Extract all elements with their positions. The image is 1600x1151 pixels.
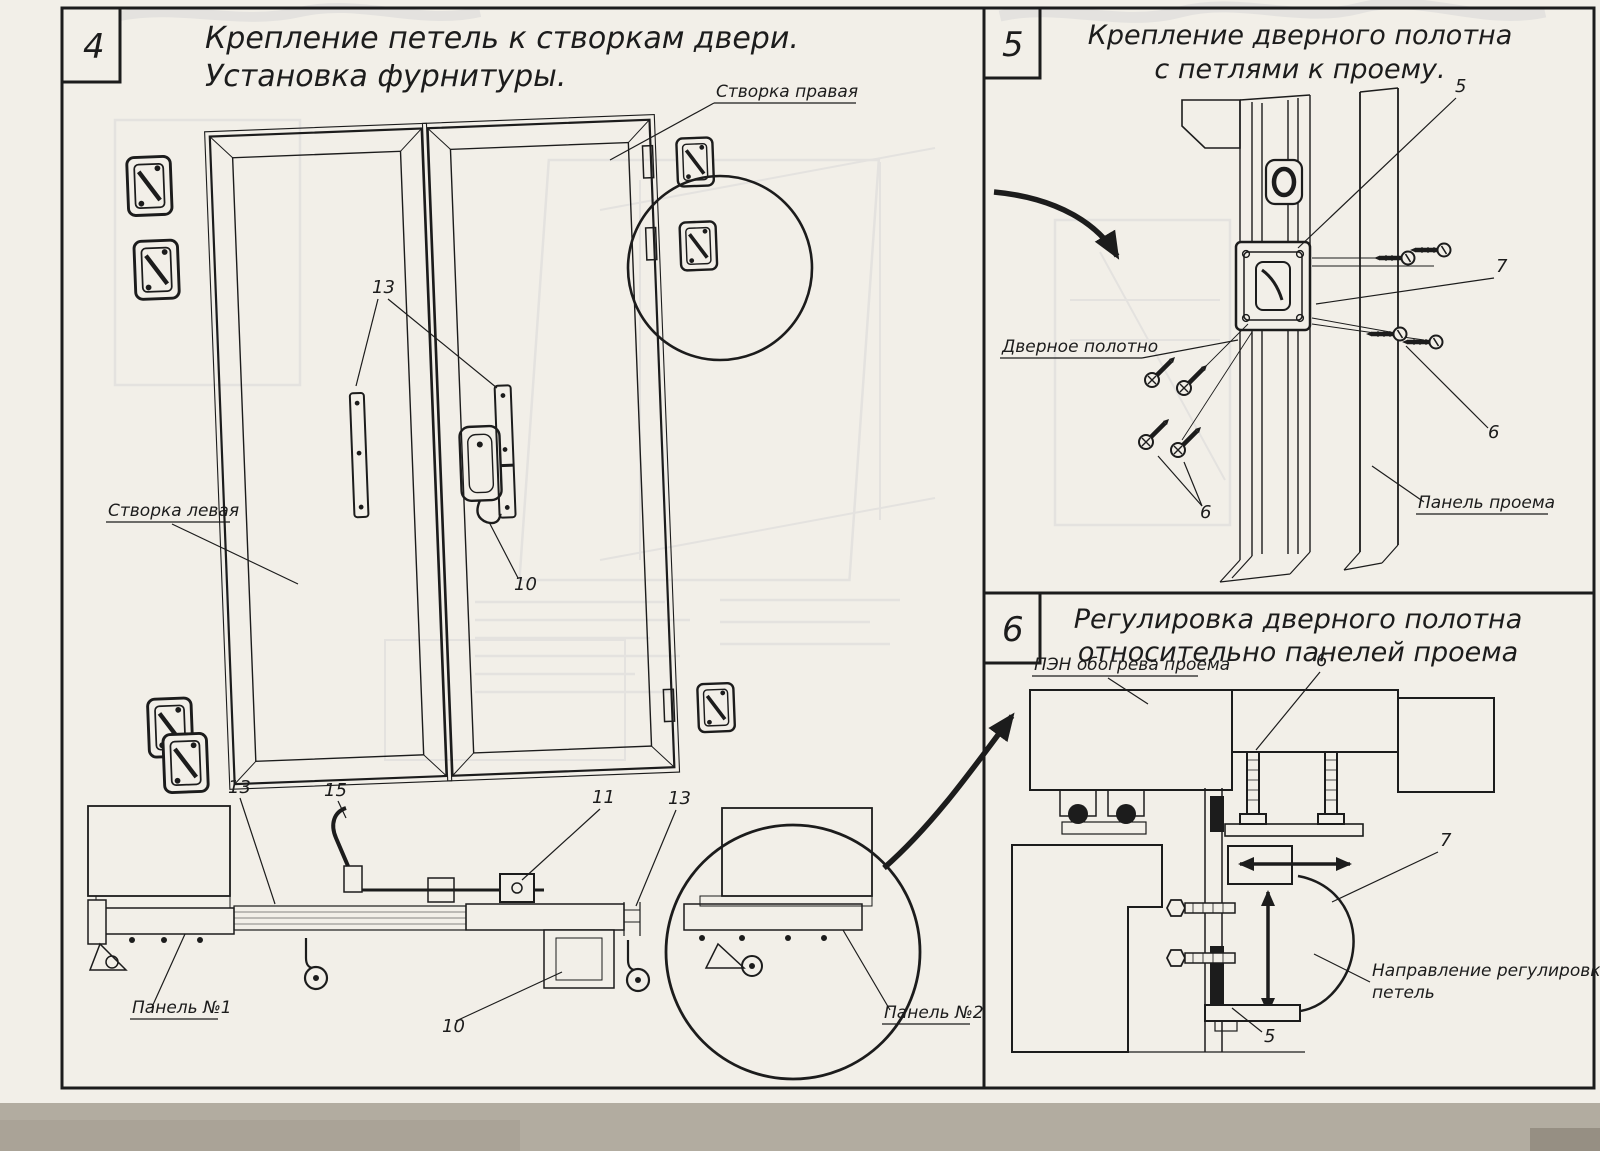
panel4-number-box: 4 (60, 6, 122, 84)
hex-bolt (1165, 949, 1236, 967)
ref-13-bottom-right: 13 (668, 788, 691, 809)
threshold-cross-section (87, 805, 922, 1081)
panel5: 5 Крепление дверного полотна с петлями к… (982, 6, 1555, 583)
callout-arrow-into-panel5 (993, 189, 1120, 260)
ref-10-bottom: 10 (442, 1016, 465, 1037)
label-left-leaf: Створка левая (108, 501, 239, 521)
panel5-number-box: 5 (982, 6, 1042, 80)
adjustment-detail-drawing (1011, 689, 1495, 1053)
door-edge-hinge-mounts (641, 144, 676, 723)
hinge-icon (695, 681, 737, 735)
ref-6-right: 6 (1488, 422, 1499, 443)
ref-15: 15 (324, 780, 347, 801)
ref-13-bottom-left: 13 (228, 777, 251, 798)
seal-strip (1210, 946, 1224, 1018)
hinge-icon (134, 240, 180, 300)
ref-7: 7 (1440, 830, 1452, 851)
opening-lintel-right (1397, 697, 1495, 793)
hinge-hook-profile (1279, 874, 1355, 1013)
hinge-knuckles (1059, 789, 1147, 835)
panel4: 4 Крепление петель к створкам двери. Уст… (60, 6, 1015, 1081)
hinge-icon (677, 219, 720, 273)
panel4-title-line2: Установка фурнитуры. (205, 59, 566, 94)
hex-bolt (1165, 899, 1236, 917)
ref-13-top: 13 (372, 277, 395, 298)
label-direction-line1: Направление регулировки (1372, 961, 1600, 981)
panel6-title-line2: относительно панелей проема (1078, 637, 1518, 668)
right-door-leaf (421, 113, 681, 782)
ref-11: 11 (592, 787, 615, 808)
door-leaves-drawing (126, 113, 737, 793)
bolt-plate (1224, 823, 1364, 837)
panel4-number: 4 (83, 27, 105, 67)
detail-callout-circle-threshold (664, 823, 922, 1081)
hinge-detail (1234, 240, 1312, 332)
hinge-icon (127, 156, 173, 216)
panel5-number: 5 (1002, 25, 1024, 65)
ref-6: 6 (1316, 650, 1327, 671)
panel6-title-line1: Регулировка дверного полотна (1074, 604, 1523, 635)
ref-7: 7 (1496, 256, 1508, 277)
seal-strip (1210, 796, 1224, 832)
panel5-title-line2: с петлями к проему. (1154, 54, 1445, 85)
opening-panel-section (1343, 87, 1399, 571)
ref-6-left: 6 (1200, 502, 1211, 523)
label-direction-line2: петель (1372, 983, 1435, 1003)
ref-10-mid: 10 (514, 574, 537, 595)
label-pen-heater: ПЭН обогрева проема (1034, 655, 1230, 675)
panel2-section (683, 903, 863, 931)
label-right-leaf: Створка правая (716, 82, 858, 102)
detail-callout-circle-hinges (626, 174, 814, 362)
door-edge-detail-drawing (1139, 87, 1451, 583)
callout-arrow-to-panel6 (882, 712, 1015, 871)
label-door-leaf: Дверное полотно (1001, 337, 1158, 357)
adjustment-bolt (1239, 751, 1267, 825)
handle-recess (1264, 158, 1304, 206)
panel5-labels: 5 7 6 6 Дверное полотно Панель проема (1000, 76, 1555, 523)
label-panel1: Панель №1 (132, 998, 232, 1018)
label-panel2: Панель №2 (884, 1003, 984, 1023)
fastener-dots (129, 935, 827, 943)
lock-mechanism-section (331, 806, 615, 989)
ref-5: 5 (1264, 1026, 1275, 1047)
panel4-bottom-labels: 13 15 11 13 10 Панель №1 Панель №2 (130, 777, 984, 1037)
sheet-frame (60, 6, 1596, 1090)
label-opening-panel: Панель проема (1418, 493, 1555, 513)
panel6-labels: ПЭН обогрева проема 6 7 5 Направление ре… (1032, 650, 1600, 1047)
panel6: 6 Регулировка дверного полотна относител… (982, 591, 1600, 1053)
hinge-icon (163, 733, 209, 793)
bottom-bracket (1204, 1004, 1301, 1022)
panel4-upper-labels: Створка правая 13 Створка левая 10 (106, 82, 858, 595)
panel4-title-line1: Крепление петель к створкам двери. (205, 21, 799, 56)
ref-5: 5 (1455, 76, 1466, 97)
strike-plate-right (493, 384, 517, 519)
strike-plate-left (348, 391, 370, 519)
joint-gap (623, 902, 641, 936)
panel6-number-box: 6 (982, 591, 1042, 665)
door-lock-handle (458, 424, 514, 525)
panel5-title-line1: Крепление дверного полотна (1088, 20, 1513, 51)
panel6-number: 6 (1002, 610, 1024, 650)
